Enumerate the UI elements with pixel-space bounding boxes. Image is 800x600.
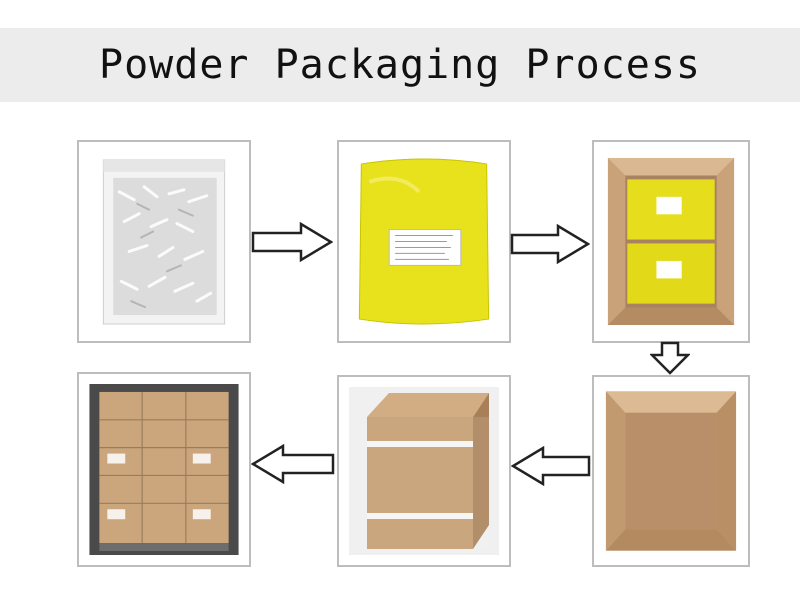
arrow-right-icon (251, 222, 333, 262)
empty-carton-image (605, 391, 737, 551)
step-clear-powder-bag (77, 140, 251, 343)
pallet-image (89, 384, 239, 555)
carton-bags-image (607, 157, 735, 326)
title-bar: Powder Packaging Process (0, 28, 800, 102)
arrow-left-icon (251, 444, 335, 484)
step-carton-with-two-bags (592, 140, 750, 343)
step-yellow-foil-bag (337, 140, 511, 343)
yellow-bag-image (358, 158, 490, 325)
step-empty-open-carton (592, 375, 750, 567)
arrow-right-icon (510, 224, 590, 264)
arrow-down-icon (650, 341, 690, 375)
arrow-left-icon (511, 446, 591, 486)
page-title: Powder Packaging Process (99, 42, 701, 88)
sealed-carton-image (349, 387, 499, 555)
step-palletized-cartons (77, 372, 251, 567)
powder-bag-image (102, 159, 226, 325)
step-sealed-wrapped-carton (337, 375, 511, 567)
